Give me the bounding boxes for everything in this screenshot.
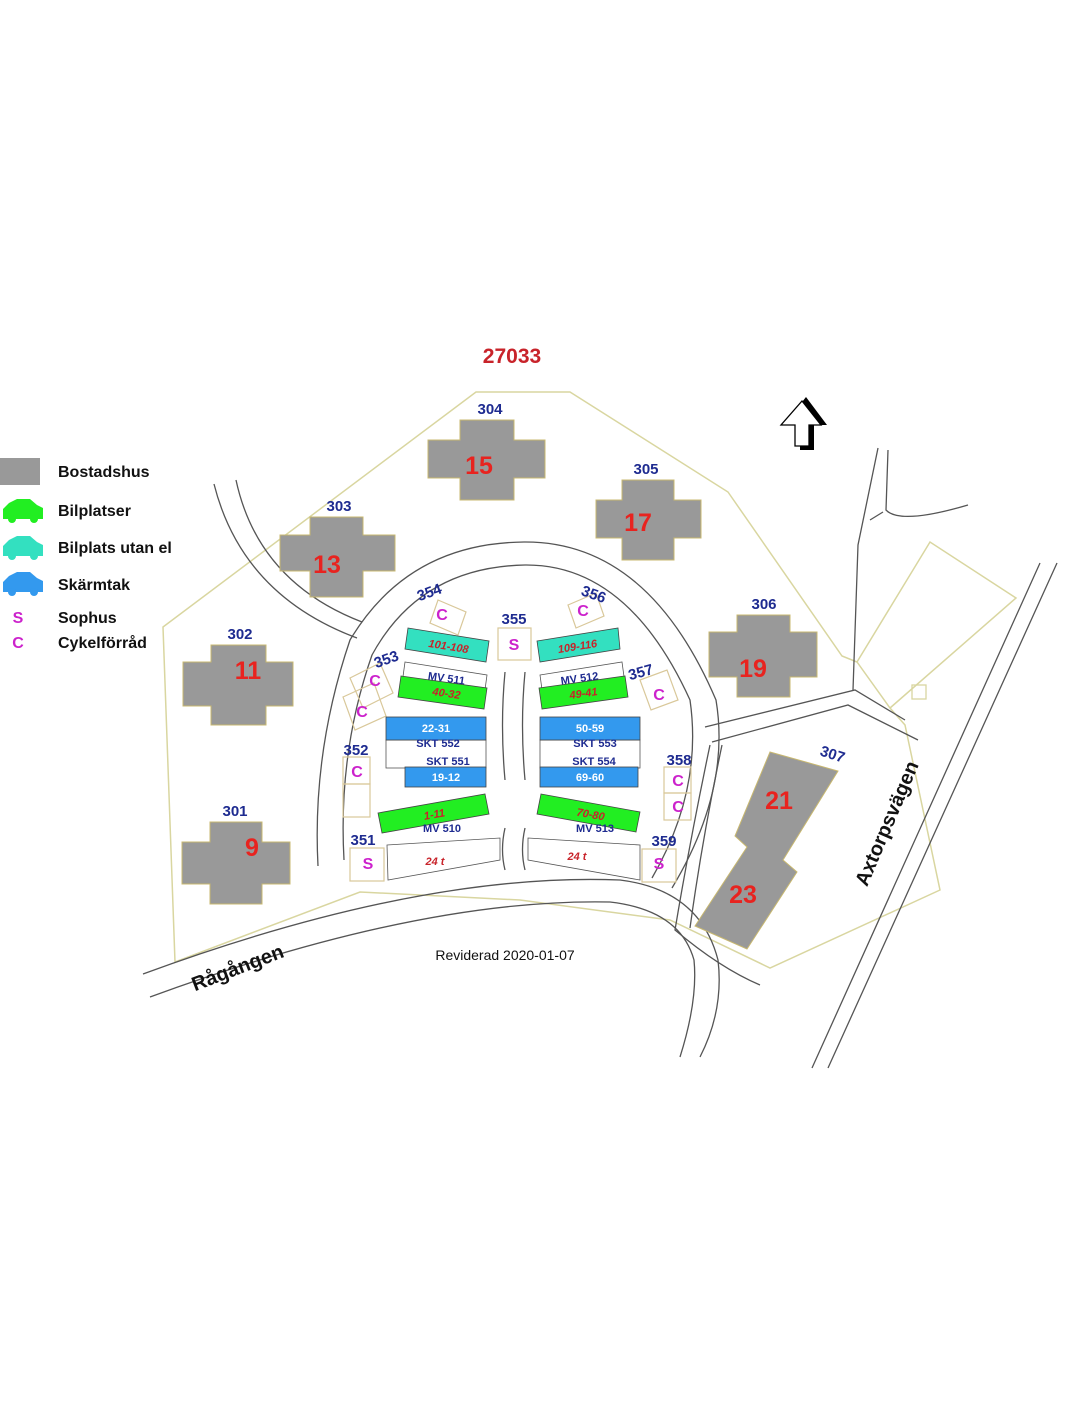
legend-sophus-mark: S bbox=[13, 610, 24, 627]
building-301: 301 9 bbox=[181, 803, 291, 905]
parking-range: 19-12 bbox=[432, 772, 460, 784]
parking-range: 40-32 bbox=[431, 686, 462, 702]
parking-40-32: 40-32 bbox=[397, 675, 488, 710]
parking-unit-label: MV 513 bbox=[576, 823, 614, 835]
legend-cykel-mark: C bbox=[12, 635, 24, 652]
bike-storage-mark: C bbox=[351, 764, 363, 781]
bike-storage-mark: C bbox=[672, 773, 684, 790]
parking-range: 49-41 bbox=[568, 686, 599, 702]
building-number: 17 bbox=[624, 509, 652, 537]
building-304: 304 15 bbox=[427, 401, 546, 501]
carport-label: SKT 554 bbox=[572, 756, 616, 768]
waste-room-mark: S bbox=[509, 637, 520, 654]
shed-lot-label: 352 bbox=[343, 742, 368, 759]
building-number: 21 bbox=[765, 787, 793, 815]
legend-bostadshus-swatch bbox=[0, 458, 40, 485]
shed-lot-label: 355 bbox=[501, 611, 526, 628]
building-number: 11 bbox=[235, 657, 262, 685]
parking-range: 1-11 bbox=[423, 807, 446, 822]
bike-storage-mark: C bbox=[577, 603, 589, 620]
property-boundary bbox=[162, 391, 1018, 969]
carport-22-31: 22-31 bbox=[385, 716, 487, 741]
legend: Bostadshus Bilplatser Bilplats utan el S… bbox=[0, 458, 172, 652]
building-lot-label: 305 bbox=[633, 461, 658, 478]
bike-storage-mark: C bbox=[653, 687, 665, 704]
parking-101-108: 101-108 bbox=[404, 627, 490, 663]
legend-bostadshus-label: Bostadshus bbox=[58, 464, 150, 481]
legend-skarmtak-label: Skärmtak bbox=[58, 577, 130, 594]
bike-storage-mark: C bbox=[672, 799, 684, 816]
building-305: 305 17 bbox=[595, 461, 702, 561]
roads bbox=[142, 447, 1058, 1069]
building-number: 9 bbox=[245, 834, 259, 862]
building-lot-label: 302 bbox=[227, 626, 252, 643]
bike-storage-mark: C bbox=[436, 607, 448, 624]
road-name-ragangen: Rågången bbox=[188, 940, 287, 996]
building-lot-label: 304 bbox=[477, 401, 503, 418]
parking-109-116: 109-116 bbox=[536, 627, 621, 663]
parking-range: 70-80 bbox=[576, 807, 607, 824]
building-lot-label: 301 bbox=[222, 803, 247, 820]
building-307: 307 21 23 bbox=[694, 743, 847, 950]
carport-19-12: 19-12 bbox=[404, 766, 487, 788]
building-number: 19 bbox=[739, 655, 767, 683]
revision-note: Reviderad 2020-01-07 bbox=[435, 947, 575, 963]
bike-storage-mark: C bbox=[369, 673, 381, 690]
parking-1-11: 1-11 bbox=[377, 793, 490, 834]
legend-sophus-label: Sophus bbox=[58, 610, 117, 627]
parking-hours-label: 24 t bbox=[425, 856, 446, 868]
shed-lot-label: 357 bbox=[627, 661, 656, 684]
shed-lot-label: 353 bbox=[372, 648, 401, 673]
map-title: 27033 bbox=[483, 345, 541, 368]
car-icon bbox=[3, 572, 43, 596]
carport-label: SKT 552 bbox=[416, 738, 459, 750]
carport-label: SKT 553 bbox=[573, 738, 616, 750]
bike-storage-mark: C bbox=[356, 704, 368, 721]
carport-label: SKT 551 bbox=[426, 756, 469, 768]
legend-cykelforrad-label: Cykelförråd bbox=[58, 634, 147, 652]
building-303: 303 13 bbox=[279, 498, 396, 598]
parking-49-41: 49-41 bbox=[538, 675, 629, 710]
building-number: 15 bbox=[465, 452, 493, 480]
building-number: 13 bbox=[313, 551, 341, 579]
parking-unit-label: MV 510 bbox=[423, 823, 461, 835]
legend-bilplatser-label: Bilplatser bbox=[58, 503, 131, 520]
carport-69-60: 69-60 bbox=[539, 766, 639, 788]
car-icon bbox=[3, 536, 43, 560]
building-306: 306 19 bbox=[708, 596, 818, 698]
building-lot-label: 307 bbox=[818, 743, 847, 767]
building-302: 302 11 bbox=[182, 626, 294, 726]
sheds bbox=[342, 592, 692, 883]
shed-lot-label: 351 bbox=[350, 832, 375, 849]
building-number: 23 bbox=[729, 881, 757, 909]
parking-range: 50-59 bbox=[576, 723, 604, 735]
legend-bilplats-utan-el-label: Bilplats utan el bbox=[58, 540, 172, 557]
parking-hours-label: 24 t bbox=[567, 851, 588, 863]
shed-lot-label: 358 bbox=[666, 752, 691, 769]
building-lot-label: 303 bbox=[326, 498, 351, 515]
car-icon bbox=[3, 499, 43, 523]
shed-lot-label: 359 bbox=[651, 833, 676, 850]
road-name-axtorpsvagen: Axtorpsvägen bbox=[851, 758, 923, 889]
north-arrow-icon bbox=[779, 397, 827, 450]
waste-room-mark: S bbox=[654, 856, 665, 873]
waste-room-mark: S bbox=[363, 856, 374, 873]
parking-70-80: 70-80 bbox=[536, 793, 641, 833]
building-lot-label: 306 bbox=[751, 596, 776, 613]
parking-range: 69-60 bbox=[576, 772, 604, 784]
parking-range: 22-31 bbox=[422, 723, 450, 735]
carport-50-59: 50-59 bbox=[539, 716, 641, 741]
